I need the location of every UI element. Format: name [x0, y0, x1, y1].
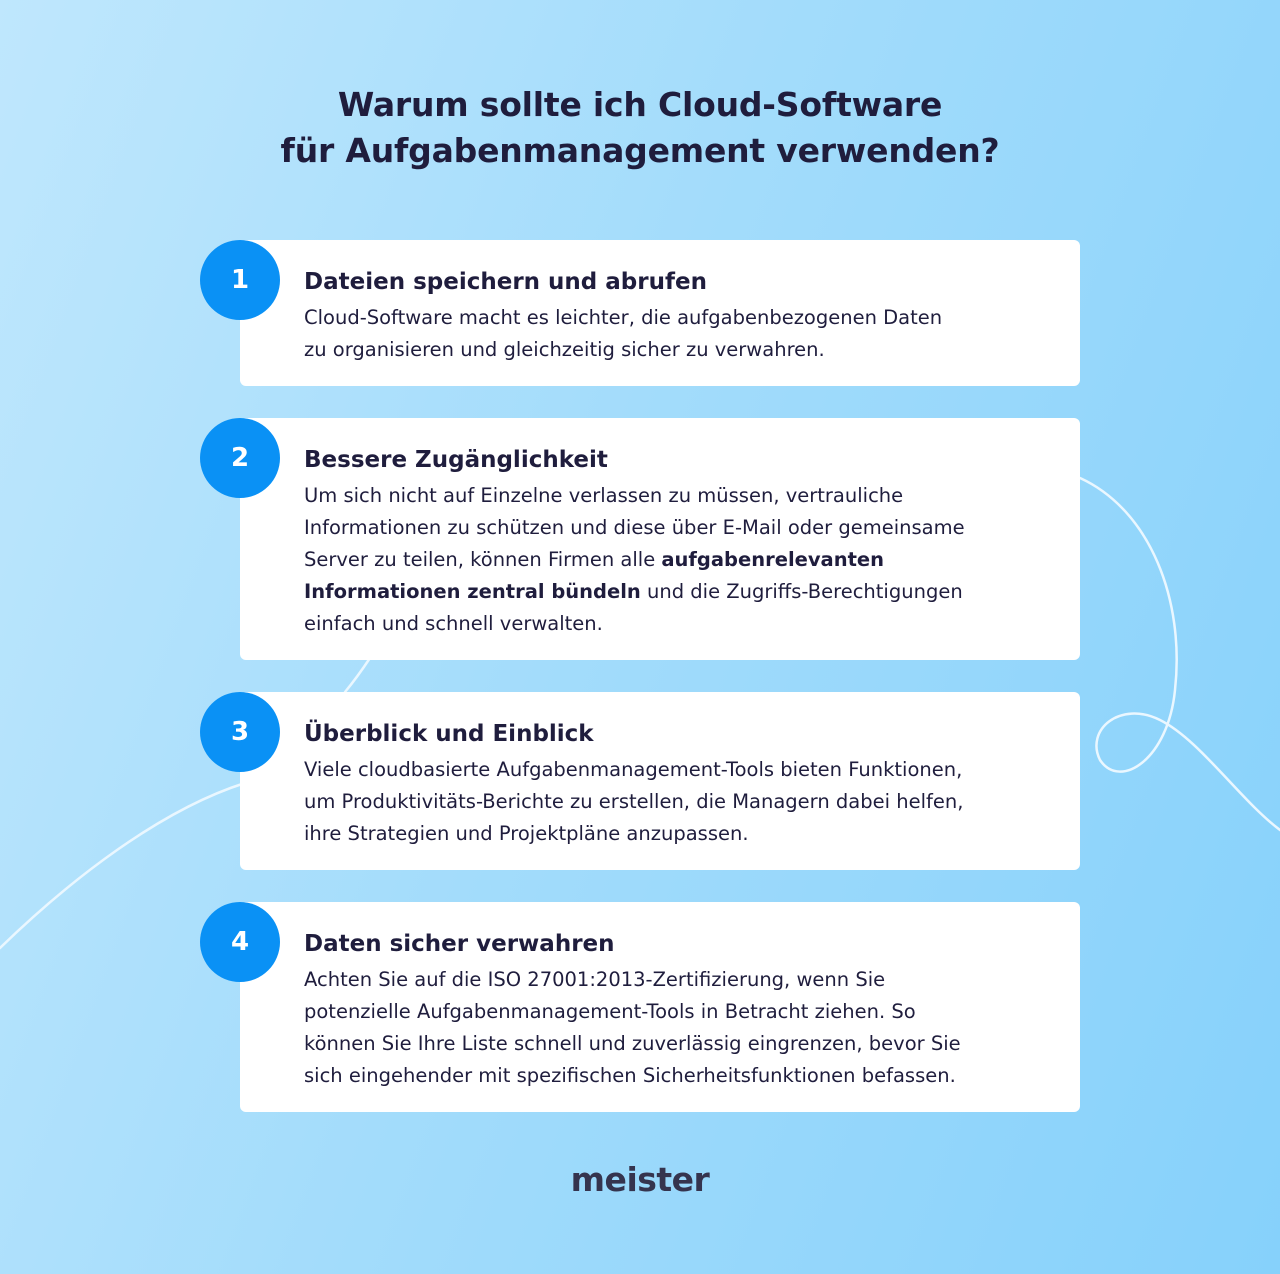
benefit-card-2: Bessere Zugänglichkeit Um sich nicht auf…: [240, 418, 1080, 660]
benefit-text-2-line-5: einfach und schnell verwalten.: [304, 612, 603, 635]
number-badge-1: 1: [200, 240, 280, 320]
benefit-card-4: Daten sicher verwahren Achten Sie auf di…: [240, 902, 1080, 1112]
benefit-text-3-line-3: ihre Strategien und Projektpläne anzupas…: [304, 822, 749, 845]
benefit-text-1-line-1: Cloud-Software macht es leichter, die au…: [304, 306, 943, 329]
benefit-heading-1: Dateien speichern und abrufen: [304, 269, 707, 295]
benefit-text-2-emphasis-2: Informationen zentral bündeln: [304, 580, 641, 603]
benefit-heading-3: Überblick und Einblick: [304, 721, 594, 747]
benefit-text-4-line-1: Achten Sie auf die ISO 27001:2013-Zertif…: [304, 968, 886, 991]
benefit-text-4-line-4: sich eingehender mit spezifischen Sicher…: [304, 1064, 956, 1087]
benefit-text-3-line-2: um Produktivitäts-Berichte zu erstellen,…: [304, 790, 964, 813]
benefit-heading-4: Daten sicher verwahren: [304, 931, 615, 957]
number-badge-3: 3: [200, 692, 280, 772]
number-badge-2: 2: [200, 418, 280, 498]
benefit-text-1: Cloud-Software macht es leichter, die au…: [304, 302, 1040, 366]
meister-logo: meister: [570, 1160, 710, 1199]
benefit-heading-2: Bessere Zugänglichkeit: [304, 447, 608, 473]
benefit-text-2-line-4: und die Zugriffs-Berechtigungen: [640, 580, 963, 603]
page-title: Warum sollte ich Cloud-Software für Aufg…: [0, 82, 1280, 174]
benefit-text-2-line-1: Um sich nicht auf Einzelne verlassen zu …: [304, 484, 904, 507]
benefit-card-3: Überblick und Einblick Viele cloudbasier…: [240, 692, 1080, 870]
benefit-text-1-line-2: zu organisieren und gleichzeitig sicher …: [304, 338, 825, 361]
page-title-line-1: Warum sollte ich Cloud-Software: [337, 85, 943, 124]
benefit-card-1: Dateien speichern und abrufen Cloud-Soft…: [240, 240, 1080, 386]
page-title-line-2: für Aufgabenmanagement verwenden?: [280, 131, 1000, 170]
number-badge-4: 4: [200, 902, 280, 982]
benefit-text-2: Um sich nicht auf Einzelne verlassen zu …: [304, 480, 1040, 640]
benefit-text-4-line-2: potenzielle Aufgabenmanagement-Tools in …: [304, 1000, 916, 1023]
benefit-text-4-line-3: können Sie Ihre Liste schnell und zuverl…: [304, 1032, 961, 1055]
benefit-text-4: Achten Sie auf die ISO 27001:2013-Zertif…: [304, 964, 1040, 1092]
benefit-text-3-line-1: Viele cloudbasierte Aufgabenmanagement-T…: [304, 758, 963, 781]
benefit-text-2-line-3: Server zu teilen, können Firmen alle: [304, 548, 662, 571]
benefit-text-2-emphasis-1: aufgabenrelevanten: [661, 548, 885, 571]
benefit-text-3: Viele cloudbasierte Aufgabenmanagement-T…: [304, 754, 1040, 850]
benefit-text-2-line-2: Informationen zu schützen und diese über…: [304, 516, 965, 539]
